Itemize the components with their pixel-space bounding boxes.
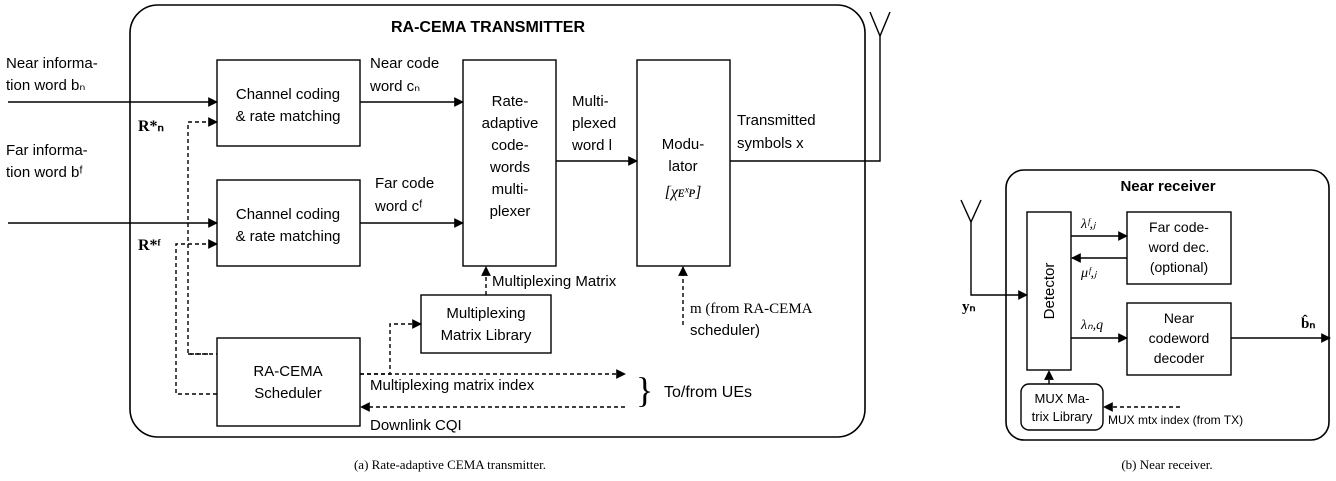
lambda-far-label: λᶠ,ⱼ: [1080, 217, 1097, 232]
near-info-label-2: tion word bₙ: [6, 77, 85, 94]
lambda-near-label: λₙ,q: [1080, 318, 1103, 333]
modulator-label-2: lator: [668, 158, 697, 175]
matrix-index-label: Multiplexing matrix index: [370, 377, 535, 394]
multiplexed-word-label-1: Multi-: [572, 93, 609, 110]
mu-far-label: μᶠ,ⱼ: [1080, 266, 1098, 281]
modulator-label-3: [χᴇˣᴘ]: [665, 184, 702, 201]
m-label-1: m (from RA-CEMA: [690, 301, 813, 317]
mux-library-block: [1020, 383, 1104, 431]
r-near-label: R*ₙ: [138, 118, 164, 135]
near-decoder-label-2: codeword: [1149, 330, 1210, 346]
multiplexer-label-line: Rate-: [492, 93, 529, 110]
far-info-label-1: Far informa-: [6, 142, 88, 159]
multiplexed-word-label-2: plexed: [572, 115, 616, 132]
channel-coding-near-label-2: & rate matching: [235, 108, 340, 125]
scheduler-label-1: RA-CEMA: [253, 363, 322, 380]
caption-b: (b) Near receiver.: [1121, 457, 1212, 472]
far-codeword-label-2: word cᶠ: [374, 198, 423, 215]
caption-a: (a) Rate-adaptive CEMA transmitter.: [354, 457, 546, 472]
multiplexer-label: Rate- adaptive code- words multi- plexer: [482, 93, 539, 220]
transmitted-label-2: symbols x: [737, 135, 804, 152]
scheduler-label-2: Scheduler: [254, 385, 322, 402]
far-decoder-block: [1126, 211, 1232, 285]
detector-block: [1026, 211, 1072, 371]
near-info-label-1: Near informa-: [6, 55, 98, 72]
multiplexer-label-line: code-: [491, 137, 529, 154]
far-decoder-label-1: Far code-: [1149, 219, 1209, 235]
channel-coding-near-block: [216, 59, 361, 147]
far-codeword-label-1: Far code: [375, 175, 434, 192]
transmitter-panel: RA-CEMA TRANSMITTER Near informa- tion w…: [6, 4, 891, 472]
multiplexer-block: [462, 59, 557, 267]
y-near-label: yₙ: [962, 299, 976, 315]
matrix-library-block: [420, 294, 552, 354]
scheduler-to-library-arrow: [360, 319, 422, 375]
matrix-library-label-2: Matrix Library: [441, 327, 532, 344]
near-decoder-label-1: Near: [1164, 310, 1195, 326]
detector-label: Detector: [1041, 263, 1058, 320]
receive-input-arrow: [970, 222, 1028, 300]
m-label-2: scheduler): [690, 322, 760, 339]
transmitted-label-1: Transmitted: [737, 112, 816, 129]
matrix-library-label-1: Multiplexing: [446, 305, 525, 322]
modulator-block: [636, 59, 731, 267]
transmit-antenna-icon: [869, 11, 891, 38]
mux-library-label-2: trix Library: [1032, 409, 1093, 424]
transmitter-title: RA-CEMA TRANSMITTER: [391, 19, 586, 36]
modulator-label-1: Modu-: [662, 136, 705, 153]
transmit-line: [730, 36, 881, 162]
transmitter-frame: [129, 4, 866, 438]
r-far-dashed-line: [175, 239, 218, 395]
r-far-label: R*ᶠ: [138, 237, 162, 254]
far-info-label-2: tion word bᶠ: [6, 164, 83, 181]
scheduler-block: [216, 337, 361, 427]
r-near-dashed-line: [187, 117, 218, 355]
multiplexing-matrix-label: Multiplexing Matrix: [492, 273, 617, 290]
near-codeword-label-2: word cₙ: [369, 78, 420, 95]
channel-coding-far-label-2: & rate matching: [235, 228, 340, 245]
channel-coding-far-block: [216, 179, 361, 267]
near-codeword-label-1: Near code: [370, 55, 439, 72]
far-decoder-label-2: word dec.: [1148, 239, 1210, 255]
receiver-panel: Near receiver yₙ Detector Far code- word…: [960, 169, 1331, 472]
to-from-ues-label: To/from UEs: [664, 384, 752, 401]
mux-library-label-1: MUX Ma-: [1035, 391, 1090, 406]
receiver-title: Near receiver: [1120, 178, 1215, 195]
receiver-frame: [1005, 169, 1330, 441]
multiplexer-label-line: words: [489, 159, 530, 176]
brace-glyph: }: [636, 370, 653, 410]
far-decoder-label-3: (optional): [1150, 259, 1208, 275]
multiplexer-label-line: multi-: [492, 181, 529, 198]
multiplexer-label-line: plexer: [490, 203, 531, 220]
multiplexer-label-line: adaptive: [482, 115, 539, 132]
channel-coding-far-label-1: Channel coding: [236, 206, 340, 223]
channel-coding-near-label-1: Channel coding: [236, 86, 340, 103]
multiplexed-word-label-3: word l: [571, 137, 612, 154]
b-hat-near-label: b̂ₙ: [1301, 314, 1315, 332]
near-decoder-label-3: decoder: [1154, 350, 1205, 366]
mux-index-label: MUX mtx index (from TX): [1108, 413, 1243, 427]
receive-antenna-icon: [960, 199, 982, 224]
cqi-label: Downlink CQI: [370, 417, 462, 434]
